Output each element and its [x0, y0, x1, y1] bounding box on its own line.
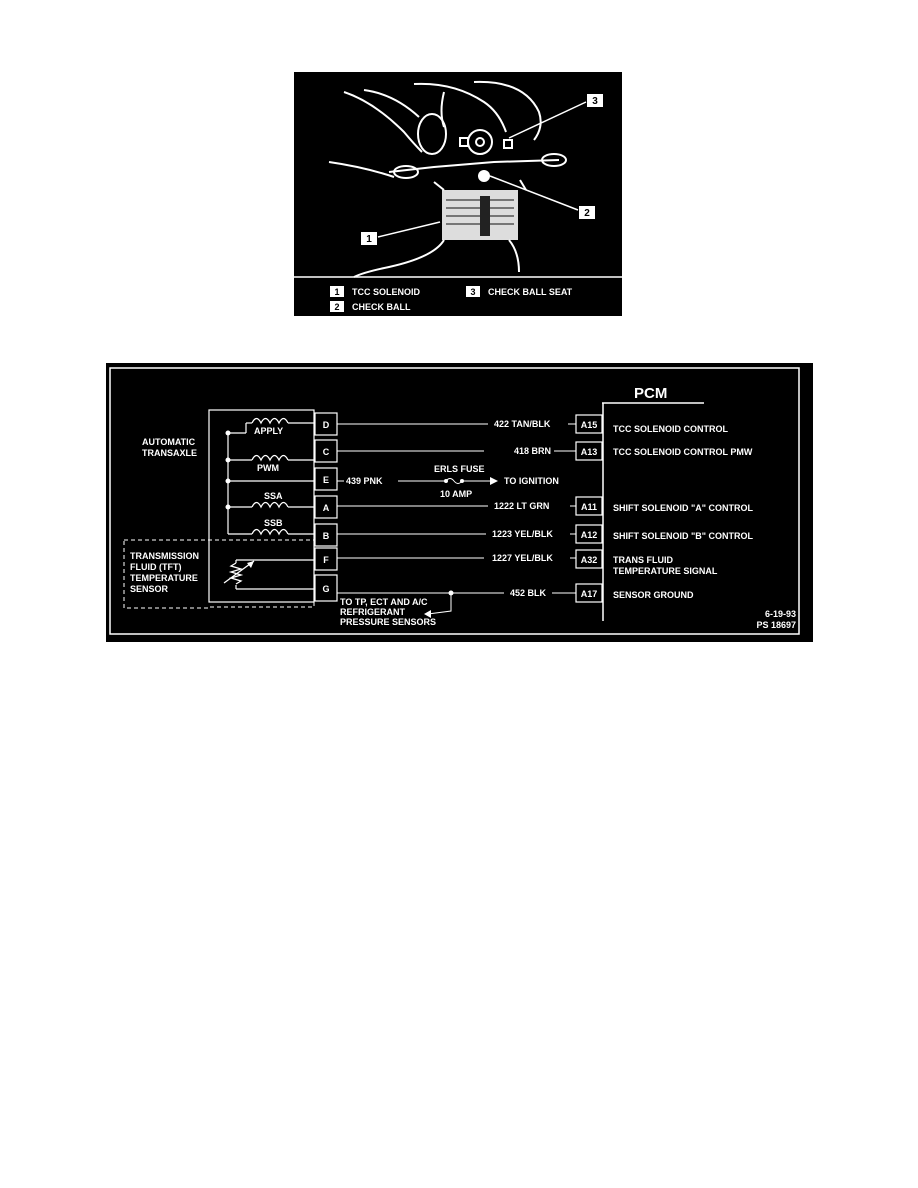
svg-text:2: 2 [584, 208, 590, 219]
svg-text:3: 3 [592, 96, 598, 107]
figure-ref-number: PS 18697 [756, 620, 796, 630]
coil-label-ssb: SSB [264, 518, 283, 528]
transaxle-box [208, 409, 315, 603]
pcm-pin-a12: A12 [581, 530, 598, 540]
coil-label-ssa: SSA [264, 491, 283, 501]
coil-label-apply: APPLY [254, 426, 283, 436]
figure-date: 6-19-93 [765, 609, 796, 619]
svg-text:1: 1 [366, 234, 372, 245]
ssa-coil [251, 501, 289, 509]
connector-pins: D C E A B F G [314, 412, 338, 602]
signal-wires [337, 423, 504, 615]
wiring-diagram: PCM AUTOMATIC TRANSAXLE TRANSMISSION FLU… [109, 367, 800, 635]
solenoid-coil [353, 170, 527, 278]
svg-text:1: 1 [334, 287, 339, 297]
wire-label-1222: 1222 LT GRN [494, 501, 549, 511]
tcc-solenoid-photo-figure: 1 2 3 1 TCC SOLENOID 2 CHECK BALL 3 CHEC… [294, 72, 622, 316]
callout-1: 1 [361, 232, 377, 245]
pcm-function-tcc-control: TCC SOLENOID CONTROL [613, 424, 728, 434]
pcm-function-sensor-ground: SENSOR GROUND [613, 590, 694, 600]
legend-item-2: 2 CHECK BALL [330, 301, 411, 312]
pin-e: E [323, 475, 329, 485]
pcm-pins: A15 A13 A11 A12 A32 A17 [575, 414, 603, 603]
pcm-function-tft-line1: TRANS FLUID [613, 555, 673, 565]
pwm-coil [251, 454, 289, 462]
tft-label-line4: SENSOR [130, 584, 169, 594]
fuse-label: ERLS FUSE [434, 464, 485, 474]
check-ball [478, 170, 490, 182]
coil-label-pwm: PWM [257, 463, 279, 473]
pin-g: G [322, 584, 329, 594]
pcm-pin-a11: A11 [581, 502, 597, 512]
wire-label-1223: 1223 YEL/BLK [492, 529, 553, 539]
pcm-title: PCM [634, 385, 667, 402]
pcm-function-tft-line2: TEMPERATURE SIGNAL [613, 566, 718, 576]
wire-label-439: 439 PNK [346, 476, 383, 486]
wire-label-418: 418 BRN [514, 446, 551, 456]
callout-3: 3 [587, 94, 603, 107]
pcm-pin-a17: A17 [581, 589, 598, 599]
hand-sketch [328, 80, 542, 178]
svg-text:CHECK BALL SEAT: CHECK BALL SEAT [488, 287, 573, 297]
tft-label-line3: TEMPERATURE [130, 573, 198, 583]
pin-a: A [323, 503, 330, 513]
diagram-frame [109, 367, 800, 635]
svg-text:TCC SOLENOID: TCC SOLENOID [352, 287, 421, 297]
wire-label-452: 452 BLK [510, 588, 547, 598]
ignition-destination: TO IGNITION [504, 476, 559, 486]
wire-label-1227: 1227 YEL/BLK [492, 553, 553, 563]
tcc-solenoid-illustration: 1 2 3 1 TCC SOLENOID 2 CHECK BALL 3 CHEC… [294, 80, 622, 312]
pin-b: B [323, 531, 330, 541]
apply-coil [251, 417, 289, 425]
transaxle-label-line2: TRANSAXLE [142, 448, 197, 458]
svg-text:2: 2 [334, 302, 339, 312]
wiring-diagram-figure: PCM AUTOMATIC TRANSAXLE TRANSMISSION FLU… [106, 363, 813, 642]
tft-label-line2: FLUID (TFT) [130, 562, 181, 572]
transaxle-internal-wiring [227, 422, 314, 590]
pcm-function-ssb: SHIFT SOLENOID "B" CONTROL [613, 531, 754, 541]
pcm-function-tcc-pmw: TCC SOLENOID CONTROL PMW [613, 447, 753, 457]
pin-f: F [323, 555, 329, 565]
legend-item-3: 3 CHECK BALL SEAT [466, 286, 573, 297]
sensor-note-line1: TO TP, ECT AND A/C [340, 597, 428, 607]
pin-d: D [323, 420, 330, 430]
sensor-note-line2: REFRIGERANT [340, 607, 406, 617]
pcm-pin-a32: A32 [581, 555, 598, 565]
pcm-function-ssa: SHIFT SOLENOID "A" CONTROL [613, 503, 754, 513]
wire-label-422: 422 TAN/BLK [494, 419, 551, 429]
pin-c: C [323, 447, 330, 457]
transaxle-label-line1: AUTOMATIC [142, 437, 196, 447]
pcm-pin-a15: A15 [581, 420, 598, 430]
tft-label-line1: TRANSMISSION [130, 551, 199, 561]
pcm-pin-a13: A13 [581, 447, 598, 457]
svg-text:CHECK BALL: CHECK BALL [352, 302, 411, 312]
ssb-coil [251, 528, 289, 536]
svg-text:3: 3 [470, 287, 475, 297]
legend-item-1: 1 TCC SOLENOID [330, 286, 421, 297]
solenoid-bracket [388, 129, 567, 179]
callout-2: 2 [579, 206, 595, 219]
fuse-rating: 10 AMP [440, 489, 472, 499]
sensor-note-line3: PRESSURE SENSORS [340, 617, 436, 627]
